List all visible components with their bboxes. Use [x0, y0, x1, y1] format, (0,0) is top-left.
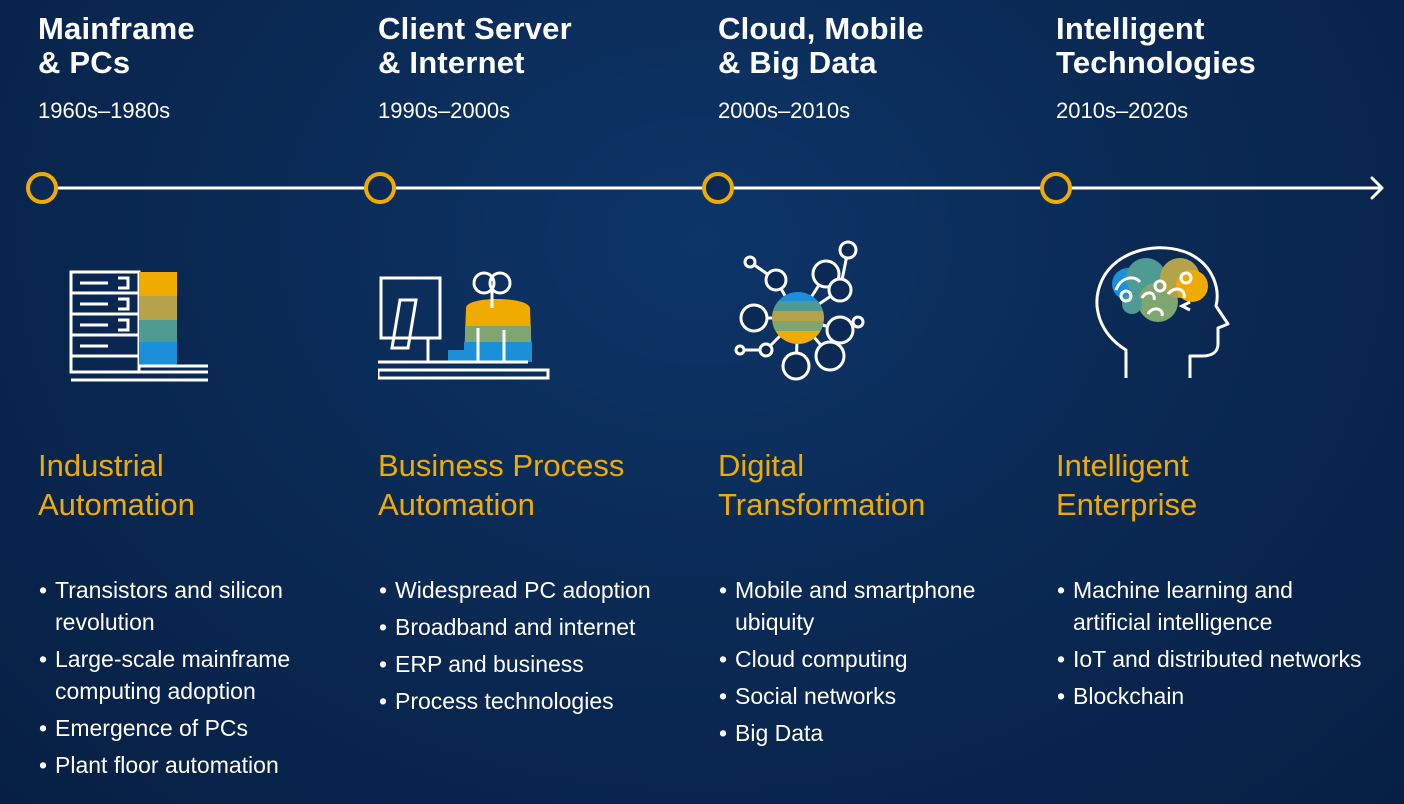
list-item: Plant floor automation	[38, 749, 348, 781]
bullet-list: Widespread PC adoption Broadband and int…	[378, 574, 688, 722]
bullet-list: Transistors and silicon revolution Large…	[38, 574, 348, 786]
era-title: Cloud, Mobile & Big Data	[718, 11, 924, 80]
bullet-list: Mobile and smartphone ubiquity Cloud com…	[718, 574, 1028, 754]
timeline	[26, 172, 1384, 204]
phase-title: Intelligent Enterprise	[1056, 448, 1198, 522]
era-title: Mainframe & PCs	[38, 11, 195, 80]
mainframe-icon	[69, 270, 208, 382]
list-item: Process technologies	[378, 685, 688, 717]
era-title: Intelligent Technologies	[1056, 11, 1256, 80]
list-item: Emergence of PCs	[38, 712, 348, 744]
list-item: Social networks	[718, 680, 1028, 712]
list-item: IoT and distributed networks	[1056, 643, 1366, 675]
arrow-right-icon	[1370, 176, 1384, 200]
ring-marker-icon	[702, 172, 734, 204]
phase-title: Digital Transformation	[718, 448, 926, 522]
phase-title: Business Process Automation	[378, 448, 625, 522]
ring-marker-icon	[1040, 172, 1072, 204]
list-item: Large-scale mainframe computing adoption	[38, 643, 348, 707]
bullet-list: Machine learning and artificial intellig…	[1056, 574, 1366, 717]
desktop-worker-icon	[378, 271, 550, 380]
ring-marker-icon	[26, 172, 58, 204]
list-item: Widespread PC adoption	[378, 574, 688, 606]
era-years: 1960s–1980s	[38, 98, 171, 123]
era-years: 2000s–2010s	[718, 98, 851, 123]
list-item: ERP and business	[378, 648, 688, 680]
list-item: Mobile and smartphone ubiquity	[718, 574, 1028, 638]
phase-title: Industrial Automation	[38, 448, 195, 522]
list-item: Blockchain	[1056, 680, 1366, 712]
list-item: Transistors and silicon revolution	[38, 574, 348, 638]
era-years: 2010s–2020s	[1056, 98, 1189, 123]
list-item: Broadband and internet	[378, 611, 688, 643]
era-years: 1990s–2000s	[378, 98, 511, 123]
list-item: Machine learning and artificial intellig…	[1056, 574, 1366, 638]
ring-marker-icon	[364, 172, 396, 204]
era-title: Client Server & Internet	[378, 11, 572, 80]
network-nodes-icon	[734, 240, 865, 381]
list-item: Big Data	[718, 717, 1028, 749]
head-brain-icon	[1095, 246, 1230, 378]
list-item: Cloud computing	[718, 643, 1028, 675]
